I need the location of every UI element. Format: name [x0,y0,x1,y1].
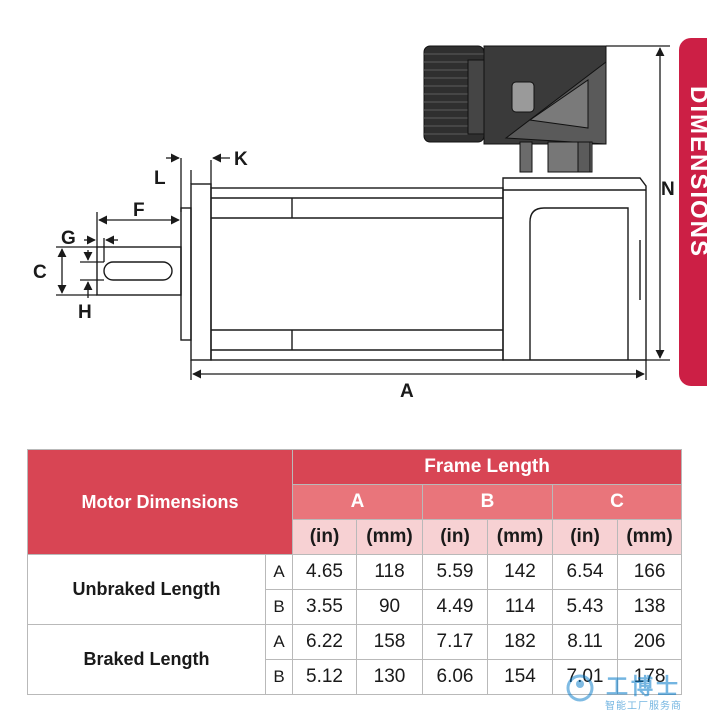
cell: 7.17 [422,624,489,660]
dim-label-n: N [661,179,675,200]
dim-label-f: F [133,200,145,221]
frame-header-b: B [422,484,554,520]
dim-label-h: H [78,302,92,323]
frame-header-a: A [292,484,424,520]
unit-header: (in) [422,519,489,555]
row-sub: B [264,589,294,625]
table-row: B 5.12 130 6.06 154 7.01 178 [28,659,683,695]
cell: 166 [617,554,683,590]
section-tab [679,38,707,386]
cell: 154 [487,659,554,695]
cell: 90 [356,589,424,625]
cell: 6.54 [552,554,619,590]
cell: 178 [617,659,683,695]
cell: 206 [617,624,683,660]
table-title: Motor Dimensions [26,449,294,555]
frame-length-header: Frame Length [292,449,683,485]
cell: 158 [356,624,424,660]
motor-dimension-drawing: K L F G C H N A [33,45,675,402]
unit-header: (mm) [356,519,424,555]
connector-housing [423,45,607,173]
cell: 6.22 [292,624,358,660]
unit-header: (in) [552,519,619,555]
cell: 8.11 [552,624,619,660]
cell: 142 [487,554,554,590]
row-label-unbraked: Unbraked Length [27,554,266,625]
dim-label-c: C [33,262,47,283]
cell: 5.59 [422,554,489,590]
cell: 4.65 [292,554,358,590]
row-label-braked: Braked Length [27,624,266,695]
cell: 182 [487,624,554,660]
dimension-lines [56,45,670,380]
cell: 138 [617,589,683,625]
dim-label-a: A [400,381,414,402]
cell: 5.12 [292,659,358,695]
motor-body [180,177,647,361]
watermark-subtext: 智能工厂服务商 [605,701,682,712]
frame-header-c: C [552,484,683,520]
dim-label-k: K [234,149,248,170]
cell: 114 [487,589,554,625]
unit-header: (mm) [487,519,554,555]
cell: 5.43 [552,589,619,625]
cell: 4.49 [422,589,489,625]
cell: 3.55 [292,589,358,625]
dim-label-l: L [154,168,166,189]
cell: 130 [356,659,424,695]
row-sub: A [264,554,294,590]
motor-dimensions-table: Motor Dimensions Frame Length A B C (in)… [26,449,683,695]
cell: 6.06 [422,659,489,695]
unit-header: (mm) [617,519,683,555]
row-sub: A [264,624,294,660]
table-row: Braked Length A 6.22 158 7.17 182 8.11 2… [27,624,683,695]
table-row: Unbraked Length A 4.65 118 5.59 142 6.54… [27,554,683,625]
row-sub: B [264,659,294,695]
section-tab-label: DIMENSIONS [686,86,707,259]
dim-label-g: G [61,228,76,249]
unit-header: (in) [292,519,358,555]
motor-shaft [96,246,182,296]
table-row: B 3.55 90 4.49 114 5.43 138 [28,589,683,625]
watermark-text: 工博士 [606,674,682,699]
cell: 118 [356,554,424,590]
